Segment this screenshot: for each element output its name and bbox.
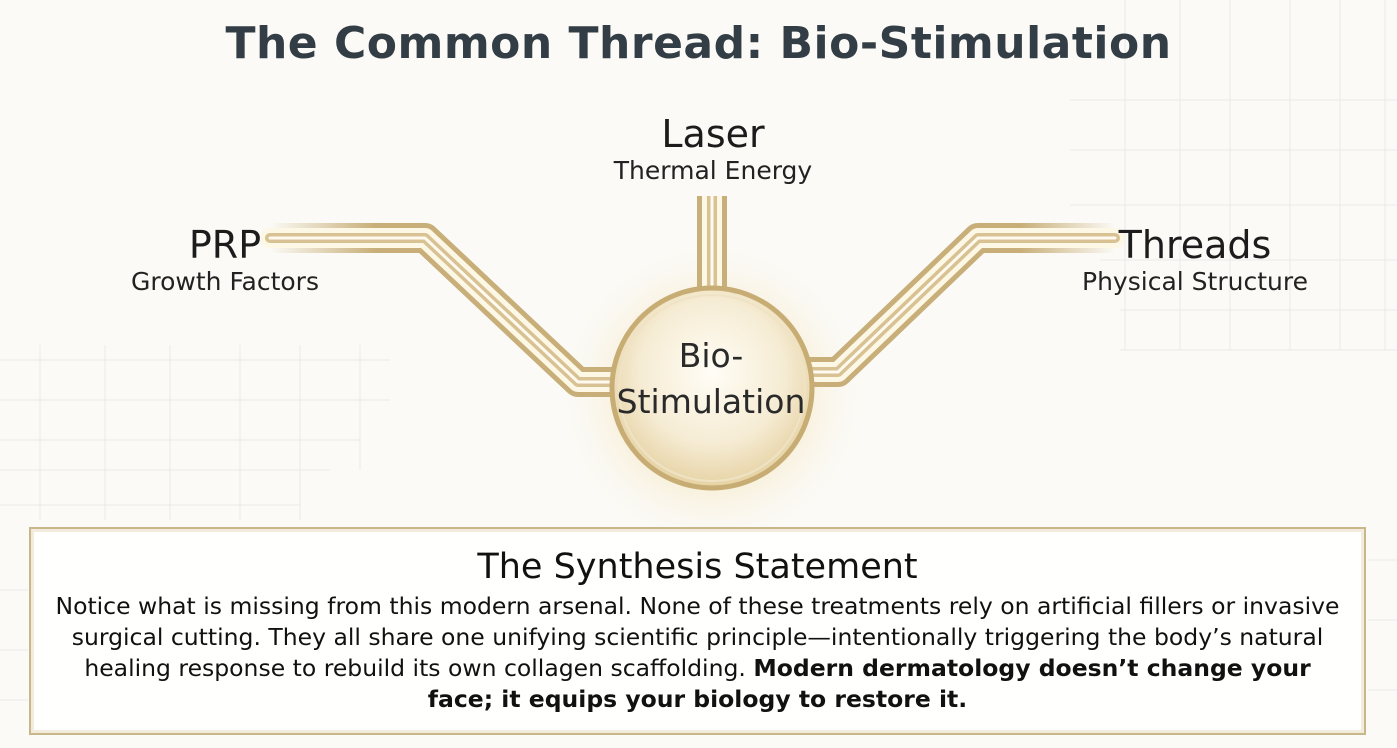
synthesis-heading: The Synthesis Statement xyxy=(477,547,918,587)
threads-node: Threads Physical Structure xyxy=(1040,223,1350,297)
prp-thread xyxy=(255,223,640,397)
prp-sublabel: Growth Factors xyxy=(131,267,319,296)
prp-label: PRP xyxy=(188,223,262,267)
center-label: Bio- Stimulation xyxy=(596,333,826,425)
center-label-line2: Stimulation xyxy=(616,382,806,421)
prp-node: PRP Growth Factors xyxy=(80,223,370,297)
threads-sublabel: Physical Structure xyxy=(1082,267,1308,296)
synthesis-emphasis: Modern dermatology doesn’t change your f… xyxy=(427,654,1311,713)
threads-label: Threads xyxy=(1118,223,1272,267)
laser-label: Laser xyxy=(661,112,765,156)
laser-sublabel: Thermal Energy xyxy=(613,156,813,185)
laser-node: Laser Thermal Energy xyxy=(548,112,878,186)
bio-stimulation-orb xyxy=(609,285,815,491)
center-label-line1: Bio- xyxy=(678,336,744,375)
threads-thread xyxy=(780,223,1130,387)
synthesis-body: Notice what is missing from this modern … xyxy=(51,591,1344,715)
synthesis-body-text: Notice what is missing from this modern … xyxy=(55,592,1340,682)
page-title: The Common Thread: Bio-Stimulation xyxy=(225,18,1172,69)
synthesis-panel: The Synthesis Statement Notice what is m… xyxy=(29,527,1366,735)
